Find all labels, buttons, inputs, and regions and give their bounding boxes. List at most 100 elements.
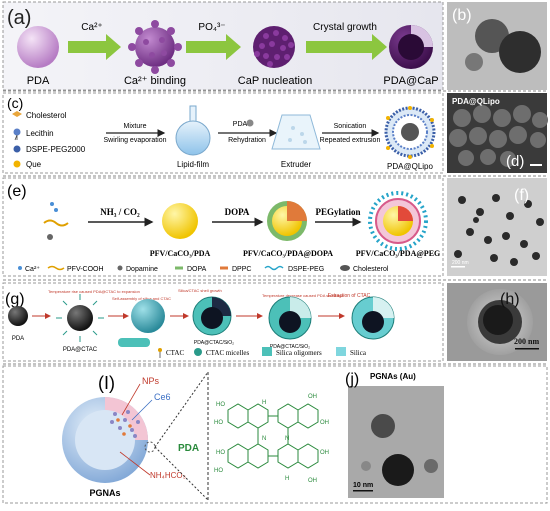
stage-label-pda-g: PDA [12,336,24,342]
panel-h-tem: (h) 200 nm [447,283,547,361]
svg-text:OH: OH [308,478,317,484]
svg-text:HO: HO [214,468,223,474]
svg-text:Lecithin: Lecithin [26,129,54,138]
arrow-crystal-growth [306,34,387,60]
panel-c-label: (c) [7,95,23,111]
pda-core [8,306,28,326]
pda-ctac-sio2-particle [192,296,232,336]
pda-molecular-structure [227,403,319,469]
legend-dopamine: Dopamine [126,266,158,273]
pda-cap-particle [389,25,433,69]
arrow-label-ca: Ca²⁺ [81,22,102,33]
svg-text:OH: OH [320,450,329,456]
panel-b-tem: (b) [447,2,547,90]
cap-nucleation-particle [253,26,295,68]
panel-f-label: (f) [514,187,529,204]
stage-label-sio2-2: PDA@CTAC/SiO₂ [270,344,310,350]
arrow-label-dopa: DOPA [225,207,250,217]
panel-d-tem: PDA@QLipo (d) [447,93,548,173]
panel-e: (e) NH₃ / CO₂ PFV/CaCO₃/PDA DOPA PFV/CaC… [2,177,444,277]
pfv-caco3-pda-particle [162,203,198,239]
panel-d-label: (d) [506,153,524,170]
stage-label-pda-ctac: PDA@CTAC [63,347,98,353]
svg-text:H: H [262,400,266,406]
annotation-temperature-rise: Temperature rise caused PDA@CTAC to expa… [48,289,140,294]
svg-text:N: N [262,436,266,442]
step-label-swirling: Swirling evaporation [103,137,166,144]
legend-dopa: DOPA [187,266,207,273]
pgnas-label: PGNAs [89,488,120,498]
panel-b-label: (b) [452,7,472,24]
silica-ctac-sphere [131,299,165,333]
stage-label-pfv-dopa: PFV/CaCO₃/PDA@DOPA [243,249,333,258]
panel-c: (c) Cholesterol Lecithin DSPE-PEG2000 Qu… [2,92,444,174]
legend-pfv-cooh: PFV-COOH [67,266,104,273]
panel-d-title: PDA@QLipo [452,97,500,106]
panel-e-legend: Ca²⁺ PFV-COOH Dopamine DOPA DPPC DSPE-PE… [18,265,389,273]
svg-text:OH: OH [308,394,317,400]
scale-bar [530,164,542,166]
legend-ctac-micelles: CTAC micelles [206,349,249,357]
legend-silica-oligomers: Silica oligomers [276,349,322,357]
legend-cholesterol-e: Cholesterol [353,266,389,273]
legend-ca: Ca²⁺ [25,266,40,273]
step-label-extrusion: Repeated extrusion [320,137,381,144]
callout-ce6: Ce6 [154,392,171,402]
step-label-rehydration: Rehydration [228,137,266,144]
final-mesoporous-particle [351,296,395,340]
svg-text:N: N [285,436,289,442]
stage-label-extruder: Extruder [281,160,312,169]
lipid-legend: Cholesterol Lecithin DSPE-PEG2000 Que [12,111,86,169]
arrow-label-po4: PO₄³⁻ [198,22,225,33]
step-label-mixture: Mixture [124,123,147,130]
panel-g-label: (g) [5,291,25,308]
arrow-label-crystal-growth: Crystal growth [313,22,377,33]
extruder-icon [271,114,321,150]
legend-lecithin: Lecithin [13,128,54,141]
legend-dspe-peg: DSPE-PEG [288,266,324,273]
svg-text:HO: HO [216,450,225,456]
panel-i: (I) NPs Ce6 NH₄HCO₃ PGNAs PDA [2,365,548,504]
flask-icon [175,105,211,156]
legend-dppc: DPPC [232,266,251,273]
svg-text:HO: HO [214,420,223,426]
pda-dot-icon [246,119,254,127]
stage-label-pda: PDA [27,75,50,87]
stage-label-pfv-pda: PFV/CaCO₃/PDA [150,249,211,258]
step-label-pda: PDA [233,121,248,128]
arrow-ca [68,34,121,60]
callout-nps: NPs [142,376,160,386]
pda-structure-label: PDA [178,443,199,454]
svg-text:OH: OH [320,420,329,426]
pfv-dopa-particle [267,201,307,241]
stage-label-pda-qlipo: PDA@QLipo [387,162,433,171]
legend-que: Que [13,160,42,169]
svg-text:H: H [285,476,289,482]
step-label-sonication: Sonication [334,123,367,130]
stage-label-ca-binding: Ca²⁺ binding [124,75,186,87]
panel-i-label: (I) [98,373,115,393]
shrunk-particle [268,296,312,340]
pda-particle [17,26,59,68]
legend-cholesterol: Cholesterol [12,111,67,120]
panel-f-scale: 200 nm [452,260,469,266]
annotation-self-assembly: Self-assembly of silica and CTAC [112,296,171,301]
panel-j-label: (j) [345,371,359,388]
pfv-peg-particle [368,191,428,251]
pda-ctac-particle [56,294,104,342]
svg-text:HO: HO [216,402,225,408]
panel-j-scale: 10 nm [353,482,373,489]
panel-a-label: (a) [7,7,31,29]
legend-ctac: CTAC [166,349,184,357]
callout-nh4hco3: NH₄HCO₃ [150,471,186,480]
legend-silica: Silica [350,349,367,357]
panel-j-tem: (j) PGNAs (Au) 10 nm [345,371,444,498]
legend-dspe-peg: DSPE-PEG2000 [13,145,86,154]
stage-label-sio2-1: PDA@CTAC/SiO₂ [194,340,234,346]
arrow-label-nh3: NH₃ / CO₂ [100,207,140,217]
stage-label-pfv-peg: PFV/CaCO₃/PDA@PEG [356,249,441,258]
ca-binding-particle [128,20,182,74]
arrow-po4 [186,34,241,60]
panel-g-legend: CTAC CTAC micelles Silica oligomers Sili… [118,338,367,358]
